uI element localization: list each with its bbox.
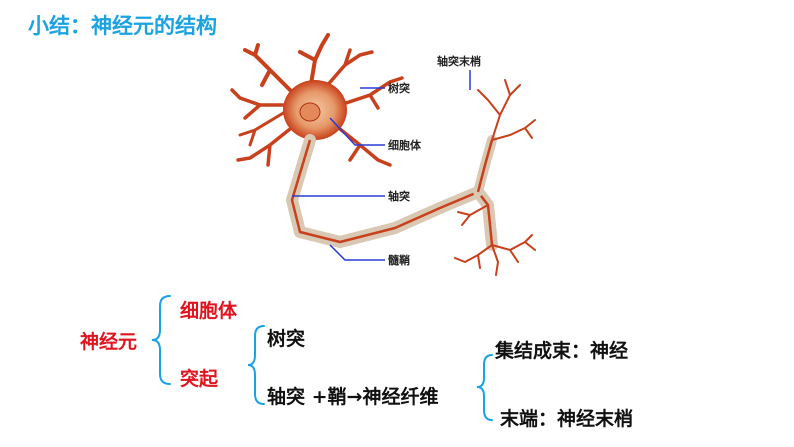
page-title: 小结：神经元的结构 (28, 14, 217, 38)
nucleus-shape (299, 102, 321, 122)
cell-body-pointer (329, 117, 385, 146)
summary-dendrite: 树突 (267, 328, 306, 350)
label-myelin-sheath: 髓鞘 (388, 253, 410, 267)
brace-process (247, 325, 265, 405)
label-cell-body: 细胞体 (388, 138, 422, 152)
label-dendrite: 树突 (388, 81, 410, 95)
summary-nerve: 集结成束：神经 (495, 340, 629, 362)
label-axon: 轴突 (388, 189, 410, 203)
brace-fiber (476, 354, 493, 421)
summary-nerve-ending: 末端：神经末梢 (500, 408, 634, 430)
brace-root (151, 295, 171, 385)
summary-root: 神经元 (80, 331, 138, 353)
dendrites (230, 33, 404, 167)
summary-process: 突起 (180, 368, 219, 390)
summary-axon-fiber: 轴突 +鞘→神经纤维 (267, 386, 439, 408)
myelin-pointer (329, 244, 385, 261)
summary-cell-body: 细胞体 (180, 300, 238, 322)
label-axon-terminal: 轴突末梢 (437, 54, 481, 68)
axon-shape (290, 139, 494, 246)
axon-terminals (454, 79, 536, 276)
